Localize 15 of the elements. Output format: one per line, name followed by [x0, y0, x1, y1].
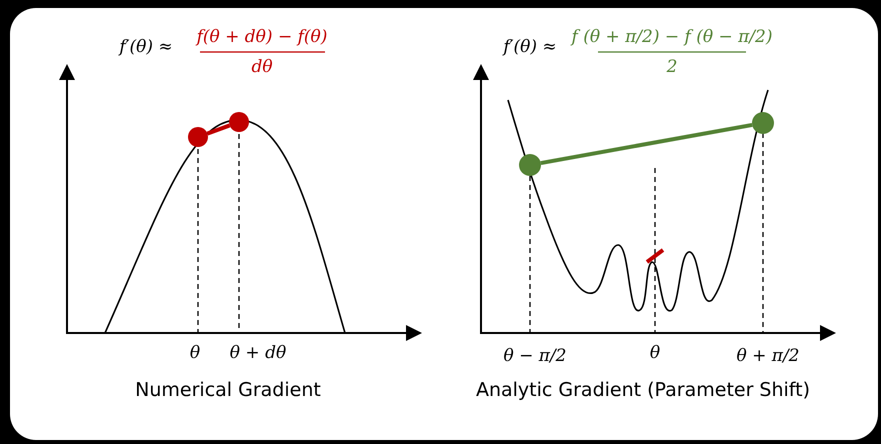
- caption: Analytic Gradient (Parameter Shift): [476, 379, 810, 401]
- formula-label: f′(θ) ≈: [119, 37, 173, 57]
- axis-tick-label: θ: [650, 343, 660, 363]
- axis-tick-label: θ − π/2: [504, 346, 566, 366]
- formula-numerator: f(θ + dθ) − f(θ): [196, 27, 328, 47]
- connector-line: [206, 124, 230, 136]
- caption: Numerical Gradient: [135, 379, 321, 401]
- axis-tick-label: θ + dθ: [230, 343, 286, 363]
- formula-label: f′(θ) ≈: [503, 37, 557, 57]
- formula-denominator: dθ: [251, 57, 273, 77]
- formula-denominator: 2: [666, 57, 678, 77]
- axis-tick-label: θ + π/2: [736, 346, 800, 366]
- formula-numerator: f (θ + π/2) − f (θ − π/2): [572, 27, 772, 47]
- axis-tick-label: θ: [190, 343, 200, 363]
- connector-line: [540, 122, 753, 166]
